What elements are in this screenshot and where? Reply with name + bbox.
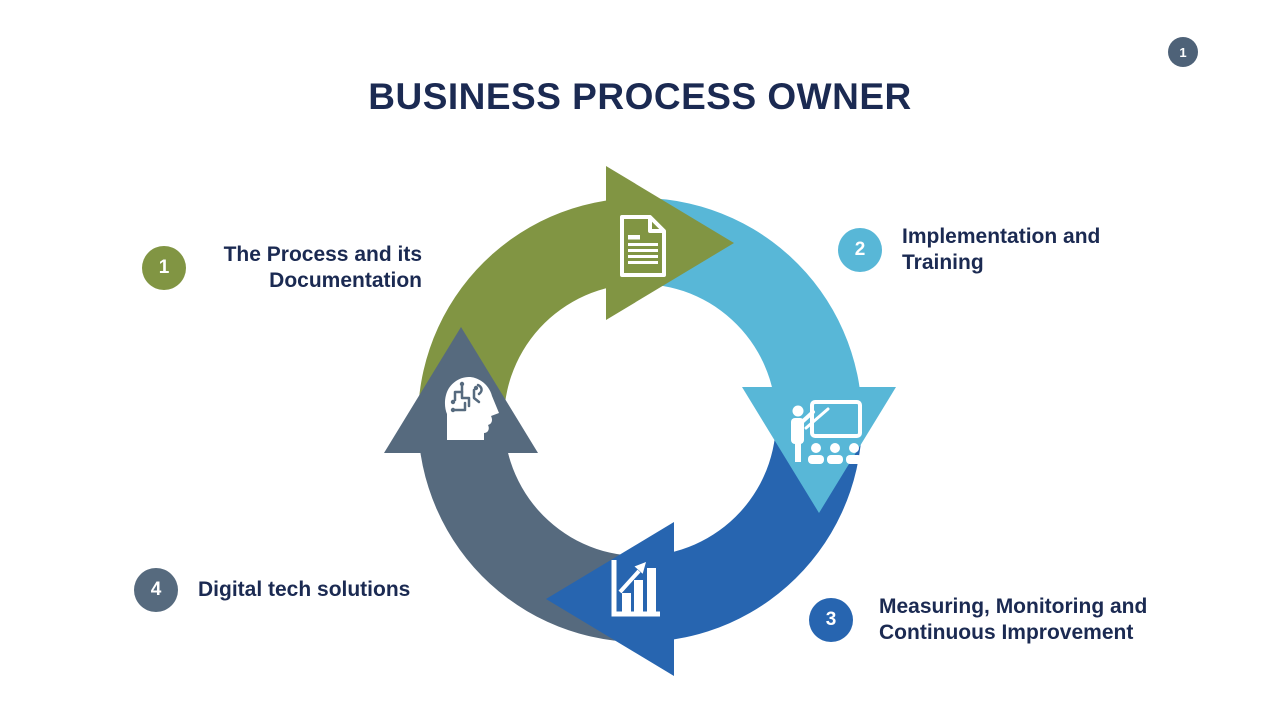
step3-label-group: 3 Measuring, Monitoring and Continuous I… [809, 594, 1147, 646]
step2-number-badge: 2 [838, 228, 882, 272]
head-circuit-icon [444, 377, 499, 440]
step1-arrowhead [606, 166, 734, 320]
step4-number-badge: 4 [134, 568, 178, 612]
circuit-traces [453, 383, 483, 412]
step3-arrowhead [546, 522, 674, 676]
step1-label-text: The Process and its Documentation [210, 242, 422, 294]
step2-label-group: 2 Implementation and Training [838, 224, 1100, 276]
step4-label-text: Digital tech solutions [198, 577, 410, 603]
step2-label-text: Implementation and Training [902, 224, 1100, 276]
step3-label-line1: Measuring, Monitoring and [879, 595, 1148, 618]
step1-label-line2: Documentation [269, 269, 422, 292]
step1-number-badge: 1 [142, 246, 186, 290]
slide-title: BUSINESS PROCESS OWNER [368, 76, 912, 117]
step4-label-line1: Digital tech solutions [198, 578, 411, 601]
page-number-badge: 1 [1168, 37, 1198, 67]
step3-label-line2: Continuous Improvement [879, 621, 1134, 644]
page-number: 1 [1179, 44, 1187, 60]
bar-chart-growth-icon [611, 560, 660, 617]
step1-label-line1: The Process and its [223, 243, 422, 266]
step2-label-line2: Training [902, 251, 984, 274]
circuit-dots [450, 381, 479, 413]
step1-label-group: 1 The Process and its Documentation [142, 242, 422, 294]
step4-label-group: 4 Digital tech solutions [134, 568, 410, 612]
step2-label-line1: Implementation and [902, 225, 1101, 248]
document-icon [620, 215, 666, 277]
step3-label-text: Measuring, Monitoring and Continuous Imp… [879, 594, 1147, 646]
presentation-training-icon [791, 400, 862, 464]
step3-number-badge: 3 [809, 598, 853, 642]
